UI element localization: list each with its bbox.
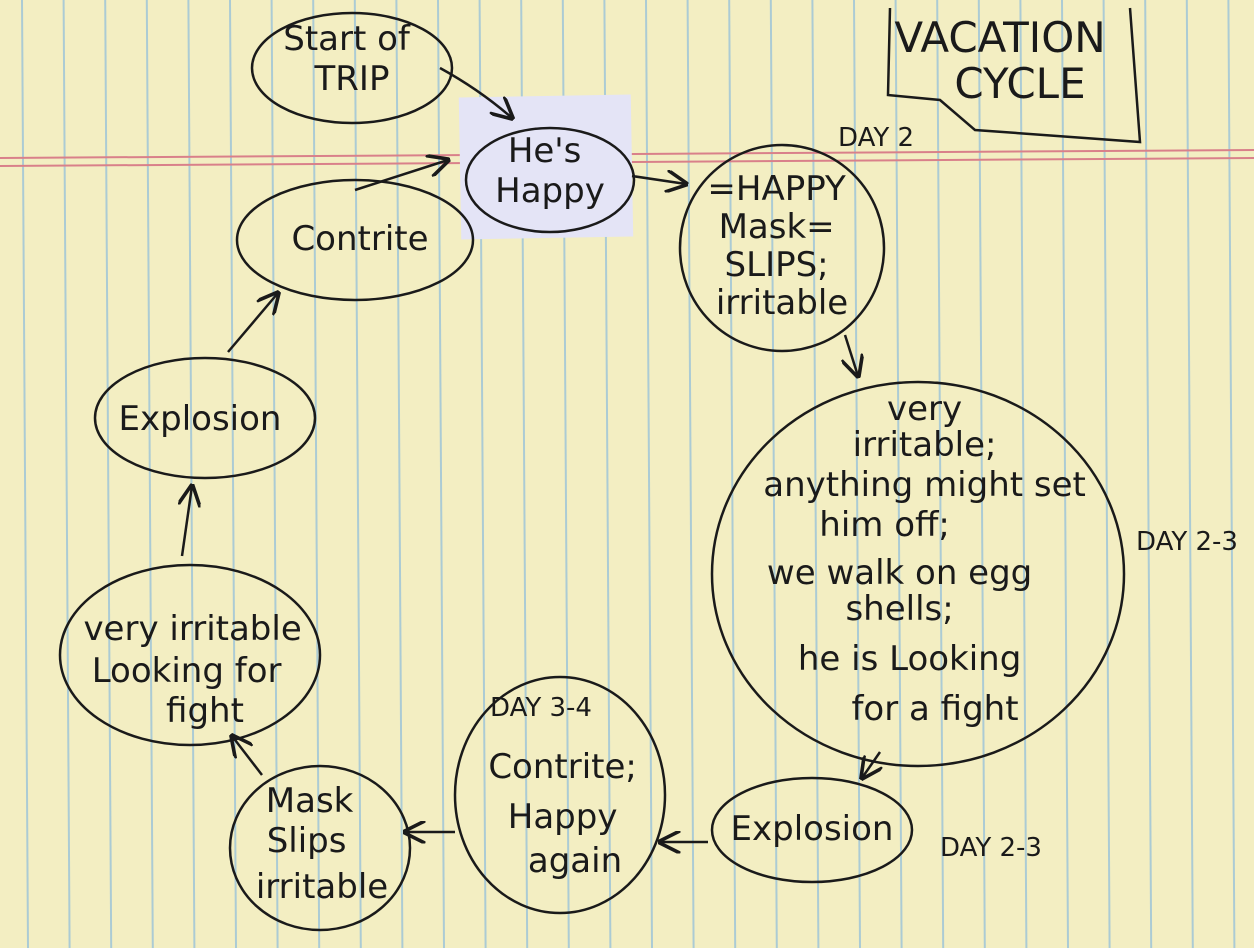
rule-line [312,0,321,948]
rule-line [811,0,820,948]
node-mask-slips-1-outline [678,143,886,353]
node-start-outline [250,11,454,125]
title-line-1: VACATION [894,13,1105,62]
rule-line [395,0,404,948]
title-box: VACATION CYCLE [886,7,1142,144]
rule-line [645,0,653,948]
sticky-note [458,94,634,240]
node-mask-slips-2-outline [228,764,412,932]
rule-line [936,0,945,948]
rule-line [229,0,237,948]
node-very-irritable-big: very irritable; anything might set him o… [763,389,1096,729]
arrow-start-to-happy [439,66,512,118]
rule-line [894,0,903,948]
node-happy: He's Happy [495,131,605,211]
arrow-mask-slips-2-to-very-irritable-small [232,736,263,776]
node-happy-outline [464,126,636,234]
arrow-contrite-to-happy [354,160,448,192]
arrow-explosion-2-to-contrite [227,293,278,353]
rule-line [1019,0,1028,948]
day-label-day2-3-upper: DAY 2-3 [1136,527,1238,557]
node-mask-slips-2: Mask Slips irritable [256,781,388,907]
node-very-irritable-big-outline [710,380,1126,768]
rule-line [1061,0,1069,948]
node-mask-slips-1: =HAPPY Mask= SLIPS; irritable [707,169,856,323]
node-contrite: Contrite [291,219,428,259]
node-contrite-happy-outline [453,675,667,915]
rule-line [353,0,362,948]
node-contrite-happy: Contrite; Happy again [488,747,647,881]
rule-line [853,0,861,948]
rule-line [686,0,695,948]
node-explosion-2: Explosion [119,399,282,439]
day-label-day2-3-lower: DAY 2-3 [940,833,1042,863]
node-very-irritable-small-outline [58,563,322,747]
arrow-mask-slips-1-to-very-irritable [845,334,858,376]
rule-line [977,0,986,948]
day-label-day2: DAY 2 [838,123,914,153]
arrow-very-irritable-to-explosion-1 [862,751,880,778]
node-explosion-2-outline [93,356,317,480]
node-very-irritable-small: very irritable Looking for fight [83,609,312,731]
node-contrite-outline [235,178,475,302]
arrow-very-irritable-small-to-explosion-2 [182,486,192,557]
rule-line [187,0,196,948]
arrow-happy-to-mask-slips-1 [631,176,686,184]
node-start: Start of TRIP [283,19,420,99]
rule-line [769,0,778,948]
node-explosion-1-outline [710,776,914,884]
day-label-day3-4: DAY 3-4 [490,693,592,723]
title-line-2: CYCLE [954,59,1085,108]
node-explosion-1: Explosion [731,809,894,849]
rule-line [270,0,279,948]
